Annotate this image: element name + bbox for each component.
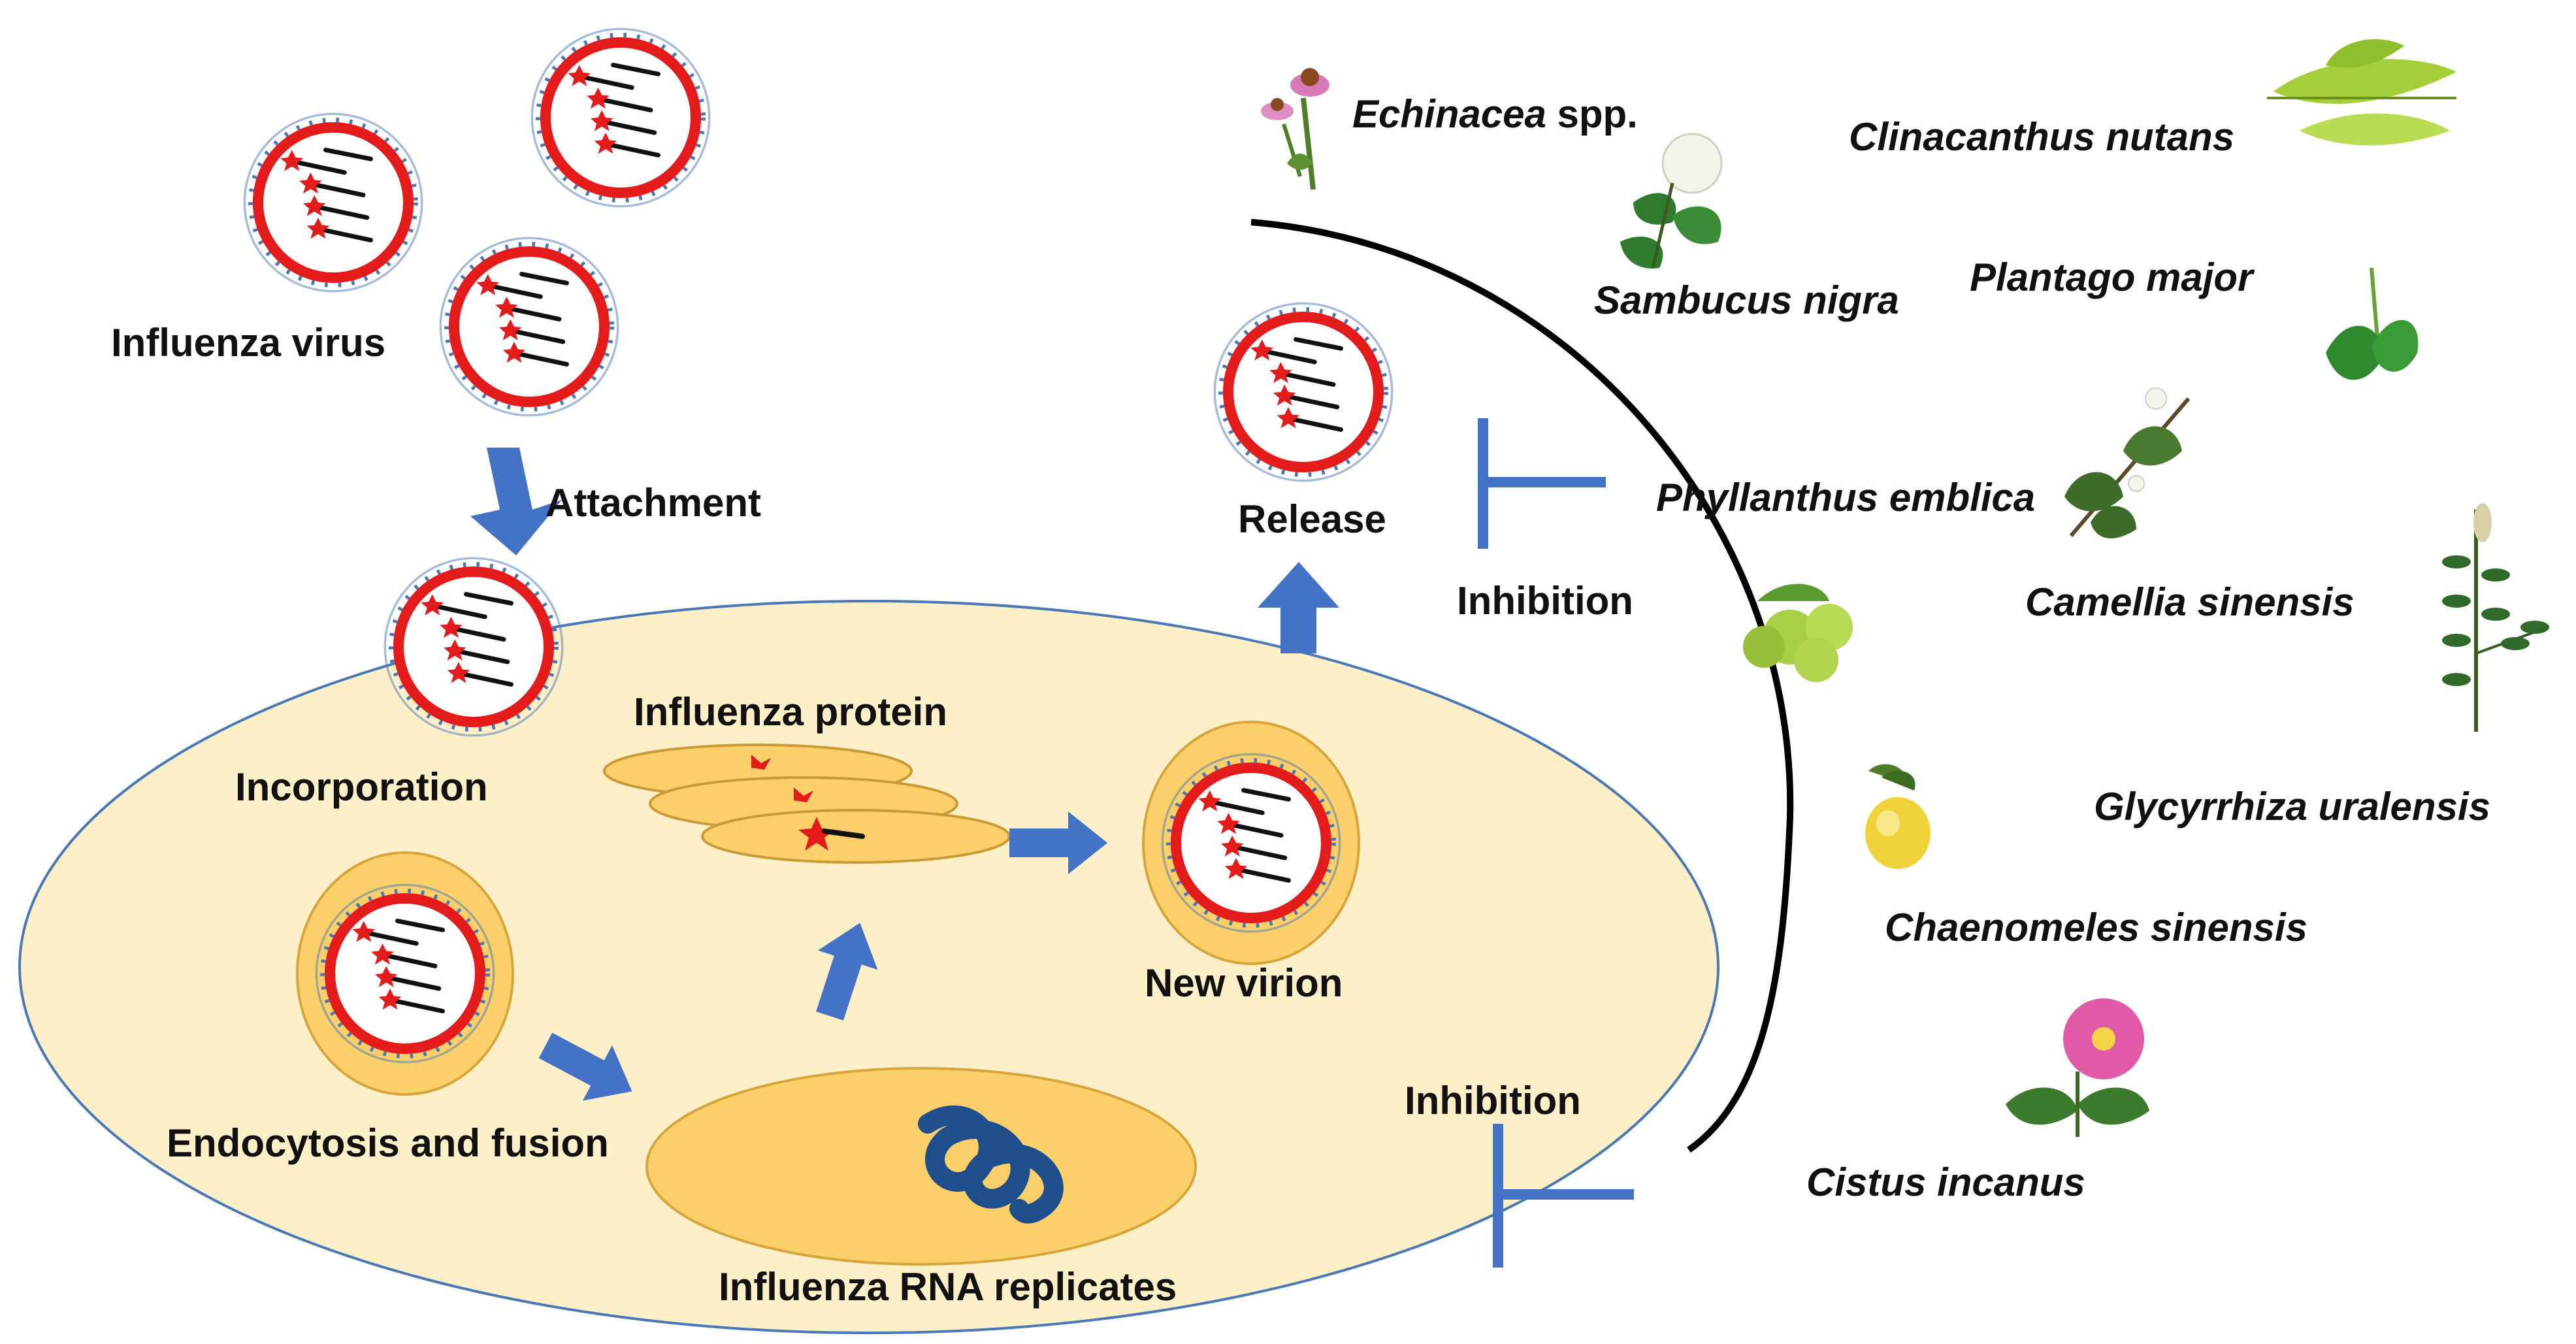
release-arrow [1258,562,1339,653]
chaenomeles-label: Chaenomeles sinensis [1885,906,2307,949]
camellia-branch-icon [2064,387,2191,538]
cistus-label: Cistus incanus [1806,1160,2085,1204]
influenza-protein-label: Influenza protein [634,690,947,734]
new-virion-label: New virion [1145,961,1343,1005]
nucleus [645,1067,1197,1266]
new-virion [1162,754,1339,931]
endocytosis-label: Endocytosis and fusion [167,1121,609,1165]
plantago-leaf-icon [2326,267,2419,380]
influenza-virus-label: Influenza virus [111,321,385,365]
cistus-flower-icon [2006,998,2149,1137]
camellia-label: Camellia sinensis [2025,580,2355,624]
rna-coil-icon [918,1106,1064,1224]
chaenomeles-fruit-icon [1865,764,1931,869]
inhibition-label-top: Inhibition [1457,579,1633,623]
inhibition-bar-bottom [1493,1124,1634,1268]
incorporation-label: Incorporation [235,765,488,809]
protein-tail [822,828,865,839]
phyllanthus-label: Phyllanthus emblica [1656,476,2035,519]
attachment-label: Attachment [546,481,761,525]
echinacea-label: Echinacea spp. [1352,92,1638,136]
plantago-label: Plantago major [1970,255,2255,299]
influenza-virus-1 [244,114,421,291]
released-virus [1215,303,1392,480]
sambucus-label: Sambucus nigra [1594,278,1899,322]
incorporating-virus [385,558,562,735]
release-label: Release [1238,497,1386,541]
endosome-virus [316,885,493,1062]
influenza-virus-3 [440,238,617,415]
plant-boundary-curve [1250,219,1794,1153]
sambucus-plant-icon [1620,133,1723,269]
glycyrrhiza-label: Glycyrrhiza uralensis [2094,785,2490,828]
attachment-arrow [470,448,562,555]
inhibition-label-bottom: Inhibition [1405,1079,1581,1123]
clinacanthus-label: Clinacanthus nutans [1849,115,2234,159]
rna-replicates-label: Influenza RNA replicates [719,1265,1177,1309]
glycyrrhiza-plant-icon [2442,503,2549,732]
echinacea-flower-icon [1261,68,1329,190]
influenza-virus-2 [532,29,709,206]
clinacanthus-leaf-icon [2267,39,2456,146]
protein-marker-icon [751,755,835,851]
phyllanthus-fruit-icon [1743,583,1853,682]
inhibition-bar-top [1478,418,1606,549]
